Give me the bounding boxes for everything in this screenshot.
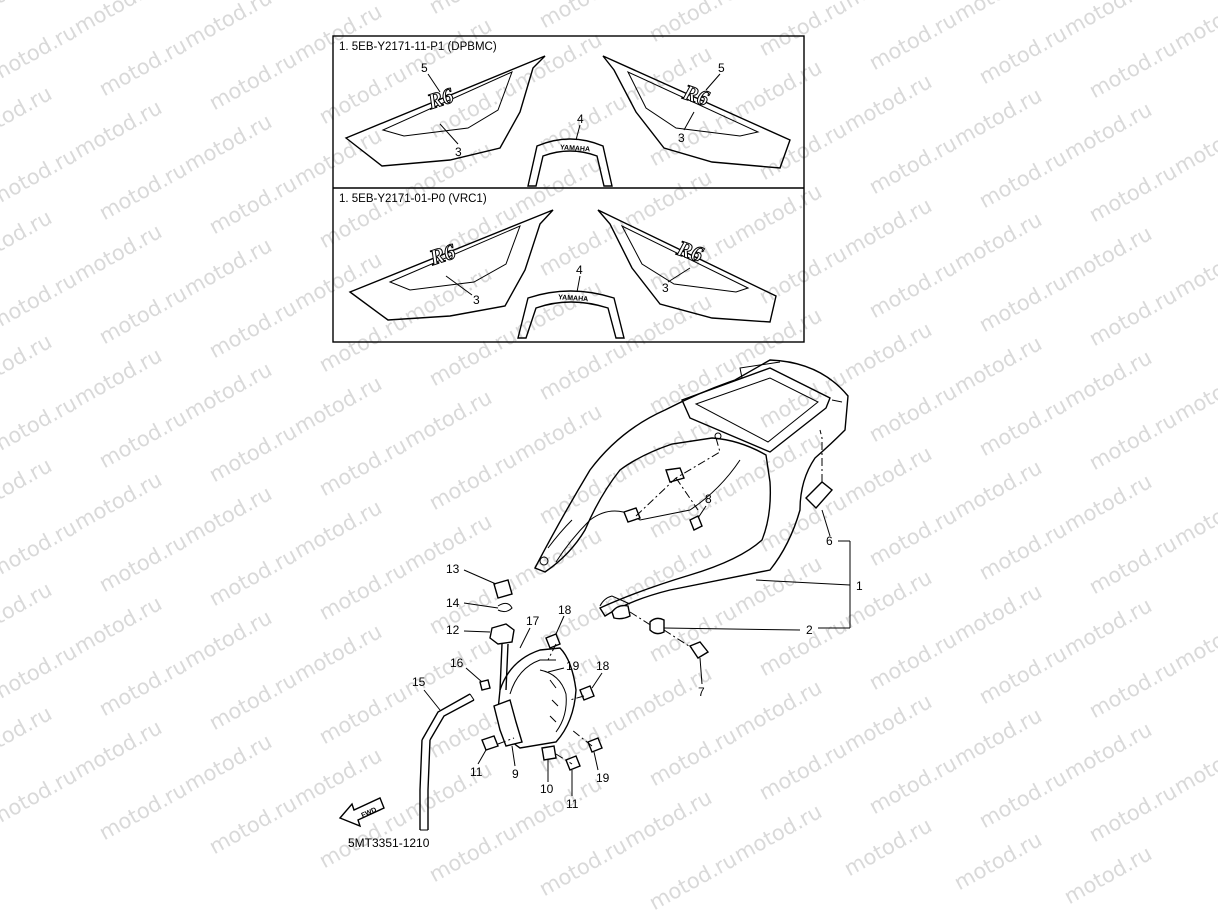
callout-18-top: 18 xyxy=(558,603,572,617)
tail-light-assembly xyxy=(419,579,603,831)
callout-1: 1 xyxy=(856,579,863,593)
variant-1-brand: YAMAHA xyxy=(560,144,590,153)
callout-9: 9 xyxy=(512,767,519,781)
callout-4-bottom: 4 xyxy=(576,263,583,277)
callout-19-top: 19 xyxy=(566,659,580,673)
variant-inset: 1. 5EB-Y2171-11-P1 (DPBMC) 1. 5EB-Y2171-… xyxy=(332,35,805,343)
diagram-code: 5MT3351-1210 xyxy=(348,836,430,850)
callout-18-right: 18 xyxy=(596,659,610,673)
variant-2-brand: YAMAHA xyxy=(558,294,588,303)
callout-19-bottom: 19 xyxy=(596,771,610,785)
variant-2-right-cover: R6 xyxy=(597,209,777,323)
variant-2-left-logo: R6 xyxy=(425,238,458,270)
callout-16: 16 xyxy=(450,656,464,670)
variant-1-left-cover: R6 xyxy=(344,55,546,167)
callout-2: 2 xyxy=(806,623,813,637)
callout-11-bottom: 11 xyxy=(566,797,579,811)
callout-5-right-top: 5 xyxy=(718,61,725,75)
variant-1-right-cover: R6 xyxy=(602,55,791,169)
main-callouts: 6 1 2 7 8 13 14 12 17 18 16 xyxy=(412,492,863,811)
callout-6: 6 xyxy=(826,534,833,548)
variant-1-code: 1. 5EB-Y2171-11-P1 (DPBMC) xyxy=(339,41,497,53)
callout-8: 8 xyxy=(705,492,712,506)
callout-4-top: 4 xyxy=(577,112,584,126)
variant-2-left-cover: R6 xyxy=(348,209,554,321)
callout-17: 17 xyxy=(526,614,540,628)
callout-14: 14 xyxy=(446,596,460,610)
callout-12: 12 xyxy=(446,623,460,637)
variant-1-right-logo: R6 xyxy=(679,79,712,111)
variant-1-rear-cowl: YAMAHA xyxy=(527,138,613,187)
callout-3-right-bottom: 3 xyxy=(662,281,669,295)
callout-7: 7 xyxy=(698,685,705,699)
callout-3-left-top: 3 xyxy=(455,145,462,159)
callout-10: 10 xyxy=(540,782,554,796)
callout-5-left-top: 5 xyxy=(421,61,428,75)
callout-3-left-bottom: 3 xyxy=(473,293,480,307)
variant-2-code: 1. 5EB-Y2171-01-P0 (VRC1) xyxy=(339,193,487,205)
inset-callouts: 5 3 4 5 3 3 4 3 xyxy=(421,61,725,307)
variant-2-rear-cowl: YAMAHA xyxy=(517,290,625,339)
fwd-arrow-icon: FWD xyxy=(338,797,385,828)
callout-3-right-top: 3 xyxy=(678,131,685,145)
fwd-label: FWD xyxy=(360,807,377,820)
variant-2-right-logo: R6 xyxy=(673,235,706,267)
callout-13: 13 xyxy=(446,562,460,576)
callout-15: 15 xyxy=(412,675,426,689)
callout-11-left: 11 xyxy=(470,765,483,779)
seat-cowl-assembly xyxy=(534,359,849,659)
